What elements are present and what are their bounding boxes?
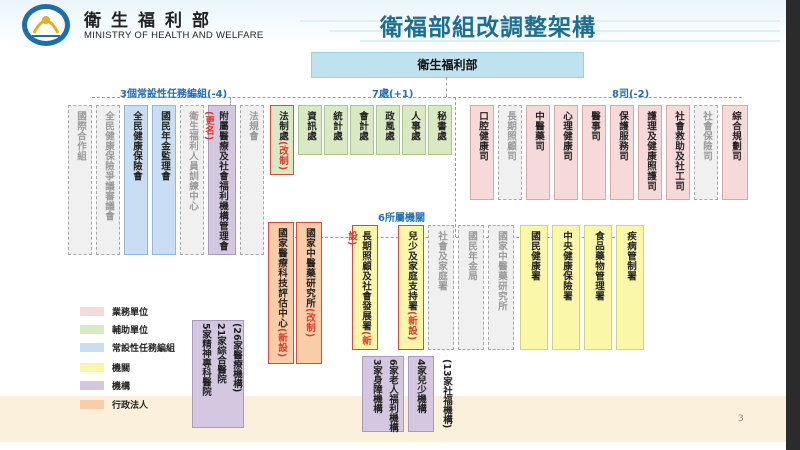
task-box-affiliated-institutions: 附屬醫療及社會福利機構管理會(更名) xyxy=(203,105,236,255)
dept-box-mental-health: 心理健康司 xyxy=(554,105,578,200)
institution-box-children xyxy=(408,356,434,432)
agency-box-social-family: 社會及家庭署 xyxy=(428,225,454,350)
agency-box-pension-bureau: 國民年金局 xyxy=(458,225,484,350)
agency-box-chinese-medicine-research: 國家中醫藥研究所 xyxy=(488,225,514,350)
slide-title: 衛福部組改調整架構 xyxy=(380,15,596,41)
agency-box-ltc-social-dev: 長期照顧及社會發展署(新設) xyxy=(346,225,378,350)
task-box-nhi-dispute: 全民健康保險爭議審議會 xyxy=(96,105,120,255)
change-note: (新設) xyxy=(406,311,417,341)
legal-box-chinese-medicine-institute: 國家中醫藥研究所(改制) xyxy=(296,222,322,364)
dept-box-medical-affairs: 醫事司 xyxy=(582,105,606,200)
connector xyxy=(230,97,231,107)
agency-box-cdc: 疾病管制署 xyxy=(616,225,644,350)
hospitals-psychiatric: 5家精神專科醫院 xyxy=(200,323,211,397)
legend-swatch-agency xyxy=(80,363,104,372)
dept-box-nursing: 護理及健康照護司 xyxy=(638,105,662,200)
legend-label-support: 輔助單位 xyxy=(112,326,149,336)
header-stripe xyxy=(330,30,780,32)
dept-box-oral-health: 口腔健康司 xyxy=(470,105,494,200)
agency-box-child-family-support: 兒少及家庭支持署(新設) xyxy=(398,225,424,350)
office-box-accounting: 會計處 xyxy=(350,105,374,155)
task-box-pension-supervisory: 國民年金監理會 xyxy=(152,105,176,255)
change-note: (改制) xyxy=(304,308,315,338)
group-label-departments: 8司(-2) xyxy=(612,89,650,100)
office-box-it: 資訊處 xyxy=(298,105,322,155)
legend-swatch-task-force xyxy=(80,343,104,352)
dept-box-protective-services: 保護服務司 xyxy=(610,105,634,200)
office-box-ethics: 政風處 xyxy=(376,105,400,155)
dept-box-social-assistance: 社會救助及社工司 xyxy=(666,105,690,200)
institution-box-hospitals xyxy=(192,320,244,428)
dept-box-planning: 綜合規劃司 xyxy=(722,105,748,200)
group-label-offices: 7處(+1) xyxy=(372,89,414,100)
legend-label-agency: 機關 xyxy=(112,364,131,374)
legend-label-task-force: 常設性任務編組 xyxy=(112,344,176,354)
change-note: (新設) xyxy=(276,328,287,358)
header-stripe xyxy=(300,20,780,22)
legal-box-health-tech-assessment: 國家醫療科技評估中心(新設) xyxy=(268,222,294,364)
legend-swatch-support xyxy=(80,325,104,334)
root-ministry-box: 衛生福利部 xyxy=(311,52,584,78)
task-box-regulations: 法規會 xyxy=(240,105,264,255)
change-note: (新設) xyxy=(346,231,371,346)
dept-box-social-insurance: 社會保險司 xyxy=(694,105,718,200)
office-box-legal: 法制處(改制) xyxy=(270,105,294,175)
dept-box-long-term-care: 長期照顧司 xyxy=(498,105,522,200)
hospitals-count: (26家醫療機構) xyxy=(231,323,242,393)
office-box-secretariat: 秘書處 xyxy=(428,105,452,155)
task-box-intl-cooperation: 國際合作組 xyxy=(68,105,92,255)
legend-swatch-business xyxy=(80,307,104,316)
hospitals-general: 21家綜合醫院 xyxy=(215,323,226,384)
change-note: (改制) xyxy=(277,141,288,171)
header-stripe xyxy=(360,40,780,42)
institution-box-elderly-disabled xyxy=(362,356,404,432)
connector xyxy=(446,77,447,97)
welfare-institutions-count: (13家社福機構) xyxy=(441,359,452,429)
office-box-statistics: 統計處 xyxy=(324,105,348,155)
agency-box-nhi-administration: 中央健康保險署 xyxy=(552,225,580,350)
dept-box-chinese-medicine: 中醫藥司 xyxy=(526,105,550,200)
legend-swatch-institution xyxy=(80,381,104,390)
legend-label-business: 業務單位 xyxy=(112,308,149,318)
task-box-nhi-committee: 全民健康保險會 xyxy=(124,105,148,255)
page-number: 3 xyxy=(738,414,744,424)
legend-label-legal-entity: 行政法人 xyxy=(112,401,149,411)
children-institutions: 4家兒少機構 xyxy=(415,359,426,414)
connector xyxy=(92,97,742,98)
ministry-name-en: MINISTRY OF HEALTH AND WELFARE xyxy=(84,30,264,41)
group-label-task-forces: 3個常設性任務編組(-4) xyxy=(120,89,228,100)
task-box-training-center: 衛生福利人員訓練中心 xyxy=(180,105,204,255)
group-label-agencies: 6所屬機關 xyxy=(378,213,425,224)
agency-box-health-promotion: 國民健康署 xyxy=(520,225,548,350)
legend-label-institution: 機構 xyxy=(112,382,131,392)
legend-swatch-legal-entity xyxy=(80,400,104,409)
disabled-institutions: 3家身障機構 xyxy=(371,359,382,414)
change-note: (更名) xyxy=(203,111,214,141)
agency-box-fda: 食品藥物管理署 xyxy=(584,225,612,350)
ministry-logo xyxy=(22,4,70,46)
office-box-personnel: 人事處 xyxy=(402,105,426,155)
connector xyxy=(455,97,456,237)
viewer-scrollbar[interactable] xyxy=(786,0,800,450)
elderly-institutions: 6家老人福利機構 xyxy=(387,359,398,433)
ministry-name-zh: 衛生福利部 xyxy=(84,11,219,31)
